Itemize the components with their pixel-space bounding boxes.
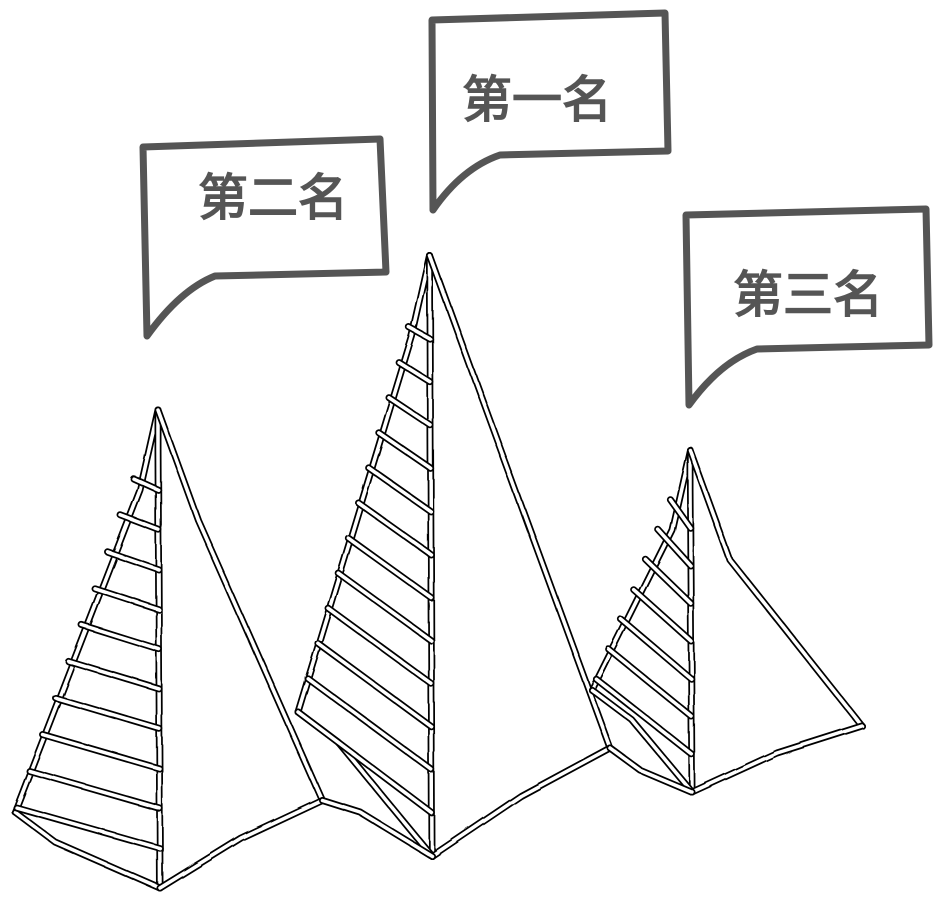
mountain-first-hatch-7 bbox=[346, 536, 433, 600]
mountain-first-hatch-8 bbox=[336, 571, 433, 643]
mountain-third-left-edge-outline bbox=[588, 446, 694, 694]
bubble-third-label: 第三名 bbox=[733, 266, 883, 324]
mountain-second-hatch-8 bbox=[40, 732, 162, 771]
bubble-second: 第二名 bbox=[139, 135, 390, 340]
mountain-third-right-edge-outline bbox=[686, 446, 866, 730]
mountain-second-right-edge bbox=[156, 408, 324, 802]
mountain-third-hatch-2 bbox=[655, 527, 693, 568]
mountain-first-hatch-4 bbox=[377, 431, 433, 471]
mountain-third-base-right bbox=[690, 724, 864, 794]
mountain-first-right-edge bbox=[428, 254, 612, 750]
mountain-second-base-left bbox=[13, 810, 162, 890]
mountain-first-hatch-5 bbox=[366, 466, 433, 514]
mountain-first-base-right bbox=[430, 746, 612, 858]
mountain-second-hatch-5 bbox=[79, 623, 161, 651]
mountain-second-base-right bbox=[158, 798, 324, 890]
bubble-first: 第一名 bbox=[428, 9, 672, 214]
bubble-third-shape bbox=[682, 205, 933, 409]
mountain-second-hatch-4 bbox=[92, 586, 161, 612]
bubble-second-shape bbox=[139, 135, 390, 340]
mountain-first-hatch-11 bbox=[305, 676, 434, 772]
ridge-second-first bbox=[320, 798, 434, 858]
mountain-second-left-edge-outline bbox=[11, 406, 162, 816]
ridge-first-third bbox=[608, 746, 694, 794]
mountain-third-right-edge bbox=[688, 448, 864, 728]
mountain-second-hatch-9 bbox=[27, 769, 162, 811]
bubble-second-label: 第二名 bbox=[198, 169, 348, 227]
mountain-first-hatch-1 bbox=[407, 325, 432, 341]
mountain-first-hatch-6 bbox=[356, 501, 433, 557]
bubble-first-shape bbox=[428, 9, 672, 214]
mountain-third-hatch-6 bbox=[606, 647, 694, 719]
mountain-third-hatch-1 bbox=[668, 497, 692, 530]
mountains-group bbox=[11, 252, 866, 892]
mountain-second-spine bbox=[156, 408, 162, 890]
mountain-first-hatch-12 bbox=[296, 710, 434, 815]
mountain-first-hatch-2 bbox=[397, 360, 433, 384]
mountain-first-hatch-3 bbox=[387, 395, 433, 427]
mountain-first-spine bbox=[428, 254, 434, 858]
mountain-third-spine bbox=[688, 448, 694, 794]
mountain-third-hatch-4 bbox=[631, 587, 693, 643]
mountain-second-hatch-7 bbox=[53, 696, 162, 731]
mountain-third-hatch-7 bbox=[594, 677, 694, 756]
mountain-first-hatch-10 bbox=[316, 641, 434, 729]
mountain-second-left-edge bbox=[13, 408, 160, 814]
mountain-second-hatch-2 bbox=[118, 513, 161, 532]
bubble-third: 第三名 bbox=[682, 205, 933, 409]
mountain-first-hatch-9 bbox=[326, 606, 434, 686]
mountain-second-hatch-10 bbox=[14, 805, 162, 850]
mountain-third-hatch-3 bbox=[643, 557, 693, 605]
mountain-third-base-left bbox=[590, 688, 694, 794]
mountain-second-hatch-1 bbox=[131, 476, 160, 492]
mountain-first-left-edge bbox=[296, 254, 432, 714]
mountain-third-left-edge bbox=[590, 448, 692, 692]
mountain-second-hatch-6 bbox=[66, 659, 161, 691]
bubble-first-label: 第一名 bbox=[462, 71, 612, 129]
mountain-third-hatch-5 bbox=[619, 617, 693, 681]
mountain-second-hatch-3 bbox=[105, 550, 161, 572]
